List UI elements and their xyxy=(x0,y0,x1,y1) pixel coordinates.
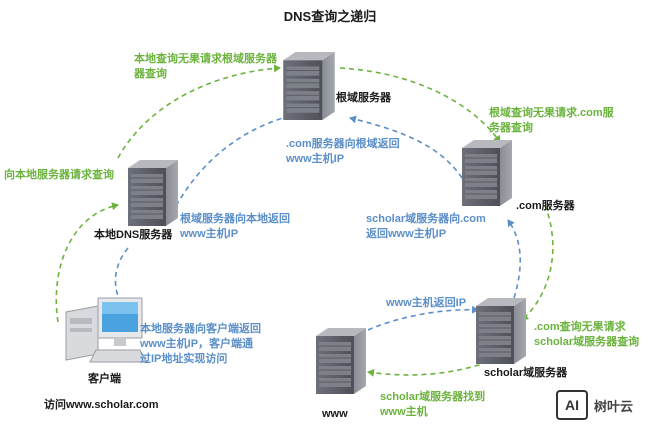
label-root-to-com: 根域查询无果请求.com服务器查询 xyxy=(489,107,614,134)
page-title: DNS查询之递归 xyxy=(283,9,377,24)
label-local-to-root: 本地查询无果请求根域服务器器查询 xyxy=(134,53,277,80)
local-dns-server-label: 本地DNS服务器 xyxy=(94,229,173,241)
watermark-text: 树叶云 xyxy=(594,399,634,414)
watermark-logo-icon: AI xyxy=(556,390,588,420)
root-server-icon xyxy=(283,52,335,120)
www-server-label: www xyxy=(322,408,348,420)
client-caption: 访问www.scholar.com xyxy=(44,399,159,411)
local-dns-server-icon xyxy=(128,160,178,226)
arrow-root-to-com xyxy=(339,67,501,143)
label-client-to-local: 向本地服务器请求查询 xyxy=(4,169,114,181)
scholar-server-icon xyxy=(476,298,526,364)
arrow-scholar-to-com xyxy=(507,219,522,299)
arrow-client-to-local xyxy=(55,202,119,323)
www-server-icon xyxy=(316,328,366,394)
arrow-root-to-local xyxy=(168,115,291,219)
watermark: AI 树叶云 xyxy=(556,388,652,424)
arrow-com-to-scholar xyxy=(521,204,554,321)
scholar-server-label: scholar域服务器 xyxy=(484,367,568,379)
root-server-label: 根域服务器 xyxy=(336,92,391,104)
client-computer-icon xyxy=(65,297,147,363)
arrow-www-to-scholar xyxy=(367,305,479,331)
com-server-icon xyxy=(462,140,512,206)
arrow-com-to-root xyxy=(349,115,463,179)
arrow-scholar-to-www xyxy=(367,361,489,377)
client-label: 客户端 xyxy=(88,373,121,385)
label-www-to-scholar: www主机返回IP xyxy=(386,297,467,309)
com-server-label: .com服务器 xyxy=(516,200,575,212)
